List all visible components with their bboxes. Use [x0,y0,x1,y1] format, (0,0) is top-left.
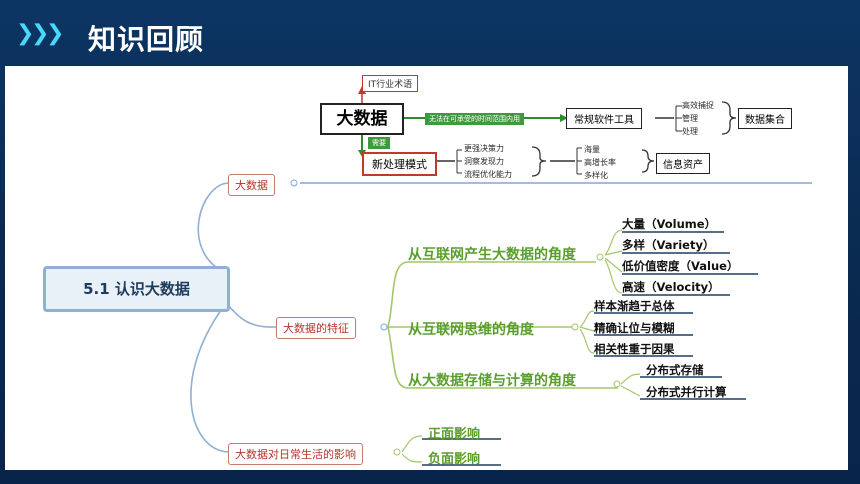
trait-growth: 高增长率 [584,158,616,167]
leaf-correlation[interactable]: 相关性重于因果 [594,342,675,356]
tool-action-manage: 管理 [682,114,698,123]
page-title: 知识回顾 [88,23,205,56]
sub-storage-computing[interactable]: 从大数据存储与计算的角度 [408,373,576,389]
leaf-velocity[interactable]: 高速（Velocity） [622,280,720,294]
leaf-distributed-storage[interactable]: 分布式存储 [646,363,704,377]
mindmap-root-node[interactable]: 5.1 认识大数据 [43,266,230,312]
leaf-value[interactable]: 低价值密度（Value） [622,259,739,273]
it-term-box: IT行业术语 [362,75,419,92]
info-asset-box: 信息资产 [656,153,710,174]
big-data-center-box: 大数据 [320,103,404,135]
needs-label: 需要 [368,137,390,149]
leaf-variety[interactable]: 多样（Variety） [622,238,715,252]
leaf-precision-fuzzy[interactable]: 精确让位与模糊 [594,321,675,335]
ability-decision: 更强决策力 [464,144,504,153]
tool-action-capture: 高效捕捉 [682,101,714,110]
sub-internet-generation[interactable]: 从互联网产生大数据的角度 [408,247,576,263]
ability-optimize: 流程优化能力 [464,170,512,179]
chevron-icon: ❯❯❯ [16,21,65,46]
leaf-positive-impact[interactable]: 正面影响 [428,427,481,442]
leaf-sample-whole[interactable]: 样本渐趋于总体 [594,299,675,313]
tool-action-process: 处理 [682,127,698,136]
dataset-box: 数据集合 [738,108,792,129]
branch-features[interactable]: 大数据的特征 [276,317,356,339]
arrow-text-label: 无法在可承受的时间范围内用 [425,113,524,125]
ability-insight: 洞察发现力 [464,157,504,166]
leaf-volume[interactable]: 大量（Volume） [622,217,717,231]
sub-internet-thinking[interactable]: 从互联网思维的角度 [408,322,534,338]
tools-box: 常规软件工具 [566,108,642,129]
leaf-negative-impact[interactable]: 负面影响 [428,452,481,467]
trait-massive: 海量 [584,145,600,154]
leaf-distributed-compute[interactable]: 分布式并行计算 [646,385,727,399]
branch-big-data[interactable]: 大数据 [228,174,275,196]
new-mode-box: 新处理模式 [362,152,437,176]
branch-impact[interactable]: 大数据对日常生活的影响 [228,443,363,465]
trait-diverse: 多样化 [584,171,608,180]
